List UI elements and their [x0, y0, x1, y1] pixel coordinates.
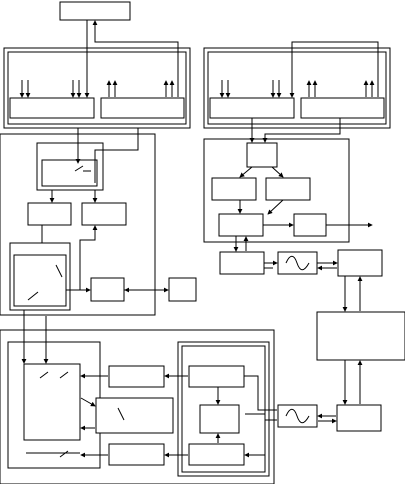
- bottom-box-b: [108, 443, 165, 466]
- external-device-box: [168, 277, 197, 302]
- control-box-c: [188, 443, 245, 466]
- middle-left-box-b: [81, 202, 127, 226]
- upper-left-rack: [3, 47, 191, 129]
- middle-left-box-a: [27, 202, 72, 226]
- upper-right-rack: [203, 41, 391, 129]
- upper-right-block-a: [209, 97, 295, 119]
- contactor-block: [13, 254, 67, 307]
- switch-block: [41, 159, 98, 187]
- switchgear-block: [23, 363, 81, 441]
- middle-right-box-b: [265, 177, 311, 201]
- bottom-switch-box: [95, 397, 174, 434]
- power-block-lower: [336, 404, 382, 432]
- control-box-b: [199, 404, 240, 434]
- middle-right-box-a: [211, 177, 257, 201]
- upper-right-block-b: [300, 97, 385, 119]
- bottom-unit: [0, 316, 277, 484]
- middle-left-unit: [0, 128, 197, 316]
- middle-right-box-c: [218, 213, 264, 237]
- central-controller-box: [316, 311, 405, 361]
- power-block-upper: [337, 249, 383, 277]
- middle-right-box-d: [293, 213, 327, 237]
- middle-left-output-box: [90, 277, 125, 302]
- upper-left-block-b: [100, 97, 185, 119]
- middle-right-unit: [203, 118, 373, 243]
- bottom-box-a: [108, 365, 165, 388]
- control-box-a: [188, 365, 245, 388]
- middle-right-top-box: [246, 142, 278, 168]
- converter-box: [219, 251, 265, 275]
- upper-left-block-a: [9, 97, 95, 119]
- top-block: [59, 1, 131, 21]
